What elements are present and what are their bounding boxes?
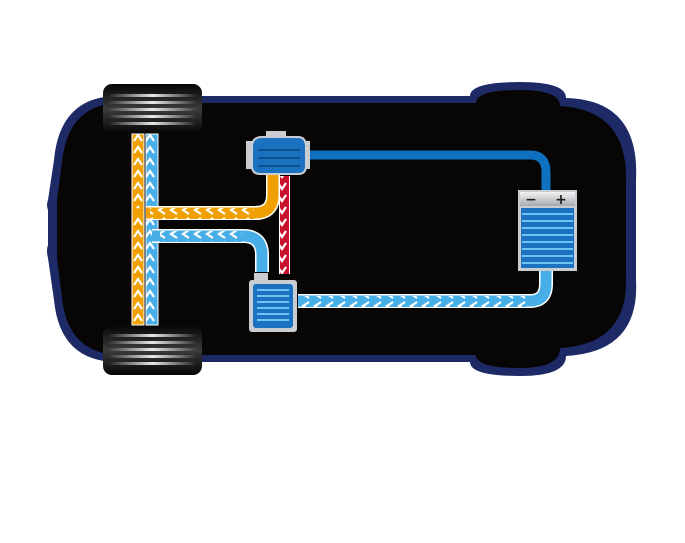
battery-minus-label: − (525, 192, 537, 208)
rear-left-wheel (103, 325, 202, 375)
battery-plus-label: + (555, 192, 567, 208)
cool-return-line (152, 229, 269, 272)
engine (246, 131, 310, 175)
battery-coolant-line (306, 150, 551, 190)
hot-coolant-line (279, 176, 290, 274)
front-left-wheel (103, 84, 202, 134)
battery-return-line (298, 268, 553, 308)
battery: − + (518, 190, 577, 271)
radiator (249, 273, 297, 332)
warm-coolant-line (133, 175, 280, 220)
